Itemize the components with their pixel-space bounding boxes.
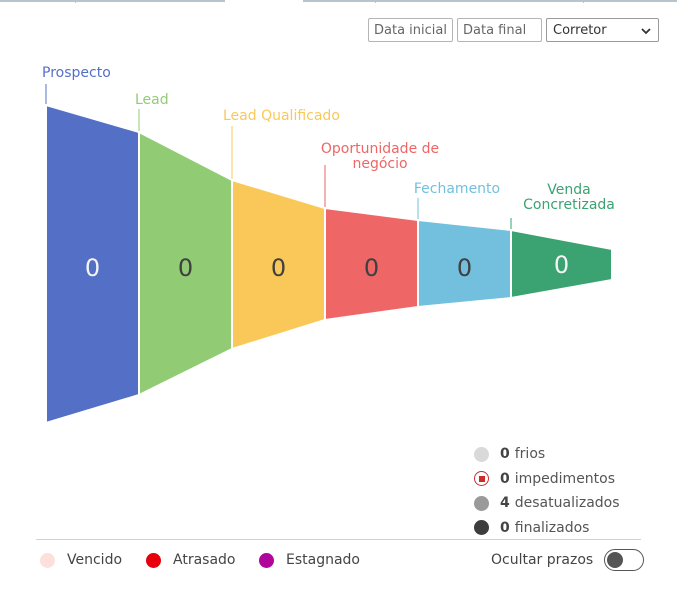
legend-stagnant: Estagnado — [259, 552, 360, 568]
funnel-stage-label: Concretizada — [523, 197, 615, 213]
legend-overdue: Vencido — [40, 552, 122, 568]
stat-outdated-count: 4 — [500, 495, 510, 512]
top-tab-strip — [0, 0, 677, 3]
toggle-knob — [607, 551, 624, 568]
stat-cold: 0 frios — [474, 442, 620, 467]
funnel-stage-label: Fechamento — [414, 181, 500, 197]
tab-separator — [583, 0, 584, 3]
broker-select[interactable]: Corretor — [546, 18, 659, 42]
funnel-stage-value: 0 — [554, 251, 569, 279]
funnel-stage-label: Lead — [135, 92, 169, 108]
hide-deadlines-control: Ocultar prazos — [491, 549, 645, 571]
divider — [36, 539, 641, 540]
funnel-stage-label: Prospecto — [42, 65, 111, 81]
funnel-stage-6[interactable] — [510, 228, 613, 300]
late-dot-icon — [146, 552, 161, 568]
overdue-dot-icon — [40, 552, 55, 568]
stat-cold-label: frios — [514, 446, 546, 463]
funnel-stage-value: 0 — [364, 254, 379, 282]
stat-finished-label: finalizados — [514, 519, 590, 536]
tab-underline-right — [303, 0, 677, 2]
sales-funnel-chart: 0 Prospecto 0 Lead 0 Lead Qualificado 0 Oportun… — [42, 65, 615, 425]
funnel-stage-label: Oportunidade de — [321, 141, 439, 157]
lead-status-summary: 0 frios 0 impedimentos 4 desatualizados … — [474, 442, 620, 540]
legend-overdue-label: Vencido — [67, 552, 123, 568]
stat-impediments-label: impedimentos — [514, 470, 616, 487]
legend-stagnant-label: Estagnado — [286, 552, 360, 568]
funnel-stage-label: Lead Qualificado — [223, 108, 340, 124]
funnel-stage-value: 0 — [85, 254, 100, 282]
legend-late: Atrasado — [146, 552, 235, 568]
tab-underline-left — [0, 0, 225, 2]
outdated-dot-icon — [474, 495, 489, 511]
cold-dot-icon — [474, 446, 489, 462]
tab-separator — [75, 0, 76, 3]
stat-outdated-label: desatualizados — [514, 495, 620, 512]
funnel-stage-value: 0 — [457, 254, 472, 282]
stat-impediments-count: 0 — [500, 470, 510, 487]
finished-dot-icon — [474, 520, 489, 536]
hide-deadlines-label: Ocultar prazos — [491, 552, 594, 568]
legend-late-label: Atrasado — [173, 552, 236, 568]
stat-impediments: 0 impedimentos — [474, 467, 620, 492]
broker-select-value: Corretor — [553, 22, 607, 38]
funnel-stage-label: Venda — [547, 182, 590, 198]
stat-finished: 0 finalizados — [474, 516, 620, 541]
stat-finished-count: 0 — [500, 519, 510, 536]
tab-separator — [375, 0, 376, 3]
hide-deadlines-toggle[interactable] — [604, 549, 645, 571]
stagnant-dot-icon — [259, 552, 274, 568]
funnel-stage-value: 0 — [178, 254, 193, 282]
impediment-dot-icon — [474, 471, 489, 487]
funnel-stage-value: 0 — [271, 254, 286, 282]
stat-outdated: 4 desatualizados — [474, 491, 620, 516]
chevron-down-icon — [641, 28, 651, 35]
funnel-stage-label: negócio — [352, 156, 407, 172]
stat-cold-count: 0 — [500, 446, 510, 463]
end-date-input[interactable] — [457, 18, 542, 42]
start-date-input[interactable] — [368, 18, 453, 42]
